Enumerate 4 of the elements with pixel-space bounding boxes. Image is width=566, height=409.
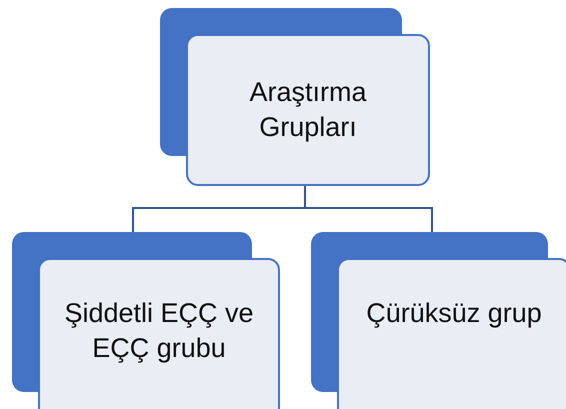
card-title: Araştırma Grupları (248, 76, 368, 144)
card-title: Şiddetli EÇÇ ve EÇÇ grubu (63, 297, 255, 366)
connector-line (304, 186, 433, 232)
card-title: Çürüksüz grup (365, 297, 543, 330)
